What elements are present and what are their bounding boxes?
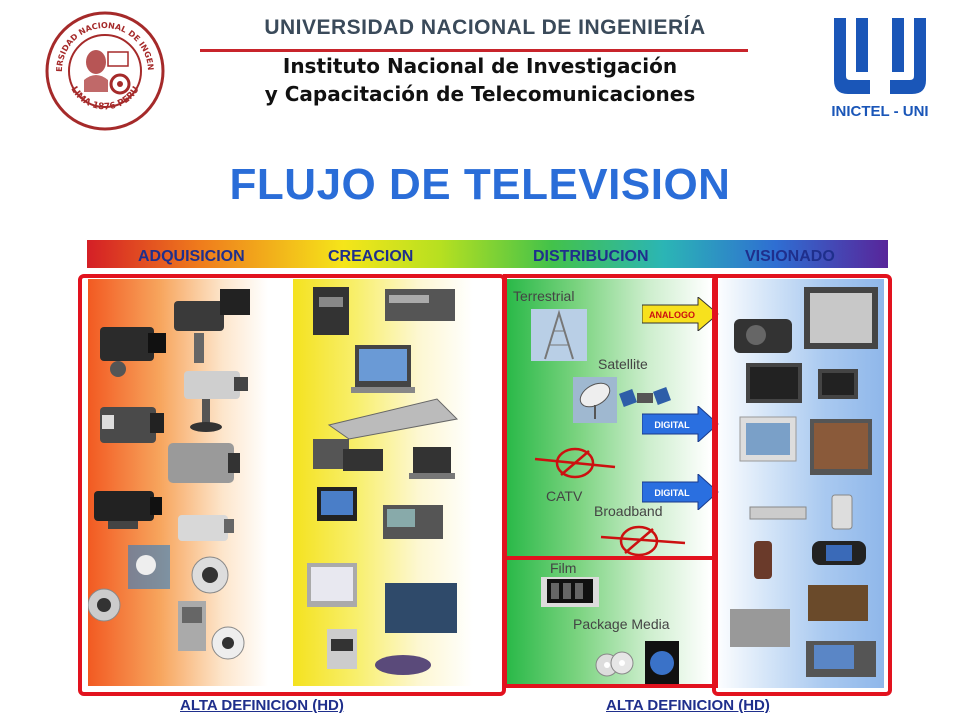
cable-icon (534, 447, 616, 479)
label-terrestrial: Terrestrial (513, 288, 575, 304)
stage-creacion: CREACION (328, 248, 414, 265)
digital-arrow-1: DIGITAL (642, 406, 719, 442)
university-name: UNIVERSIDAD NACIONAL DE INGENIERÍA (264, 16, 706, 39)
svg-text:DIGITAL: DIGITAL (654, 420, 690, 430)
laptop-icon (409, 447, 455, 479)
camera-icon (168, 443, 240, 483)
media-case-icon (645, 641, 679, 685)
recorder-icon (343, 449, 383, 471)
editing-workstation-icon (351, 345, 415, 393)
stage-visionado: VISIONADO (745, 248, 835, 265)
car-display-icon (808, 585, 868, 621)
viewing-devices (730, 287, 878, 677)
hd-label-right: ALTA DEFINICION (HD) (606, 697, 770, 714)
server-rack-icon (385, 583, 457, 633)
creation-devices (307, 287, 459, 675)
distribution-frame-bottom (503, 554, 718, 688)
stage-distribucion: DISTRIBUCION (533, 248, 649, 265)
hd-label-left: ALTA DEFINICION (HD) (180, 697, 344, 714)
tv-icon (746, 363, 802, 403)
mobile-phone-icon (754, 541, 772, 579)
projection-screen-icon (804, 287, 878, 349)
camera-icon (100, 327, 166, 377)
header-divider (200, 49, 748, 52)
stage-adquisicion: ADQUISICION (138, 248, 245, 265)
desktop-computer-icon (317, 487, 357, 521)
digital-arrow-2: DIGITAL (642, 474, 719, 510)
transmission-tower-icon (531, 309, 587, 361)
projector-icon (734, 319, 792, 353)
hd-frame-left (78, 274, 506, 696)
acquisition-devices (88, 289, 250, 660)
label-film: Film (550, 560, 577, 576)
camera-icon (178, 515, 234, 541)
distribution-graphics (531, 309, 686, 685)
home-viewer-icon (806, 641, 876, 677)
label-broadband: Broadband (594, 503, 663, 519)
film-strip-icon (541, 577, 599, 607)
label-package-media: Package Media (573, 616, 670, 632)
dvd-player-icon (749, 506, 807, 520)
vtr-deck-icon (385, 289, 455, 321)
camera-icon (184, 371, 248, 432)
camera-icon (88, 588, 121, 622)
tv-icon (739, 416, 797, 462)
camera-icon (191, 556, 229, 594)
institute-name-line2: y Capacitación de Telecomunicaciones (264, 82, 696, 106)
institute-name-line1: Instituto Nacional de Investigación (282, 54, 678, 78)
camera-icon (94, 491, 162, 529)
satellite-dish-icon (573, 377, 617, 423)
broadband-cable-icon (600, 525, 686, 557)
phone-icon (831, 494, 853, 530)
spectrum-bar (87, 240, 888, 268)
svg-text:DIGITAL: DIGITAL (654, 488, 690, 498)
uni-seal-logo: UNIVERSIDAD NACIONAL DE INGENIERIA LIMA … (41, 3, 166, 132)
big-screen-tv-icon (810, 419, 872, 475)
disc-icon (595, 651, 634, 677)
svg-text:INICTEL - UNI: INICTEL - UNI (831, 103, 928, 120)
tape-media-icon (375, 655, 431, 675)
camera-icon (100, 407, 164, 443)
label-catv: CATV (546, 488, 583, 504)
camera-icon (174, 289, 250, 363)
camera-icon (128, 545, 170, 589)
hd-frame-right (712, 274, 892, 696)
inictel-logo: INICTEL - UNI (820, 10, 940, 132)
camera-icon (178, 601, 206, 651)
monitor-icon (307, 563, 357, 607)
capture-device-icon (327, 629, 357, 669)
analog-arrow: ANALOGO (642, 297, 719, 331)
switcher-console-icon (327, 398, 459, 440)
tv-icon (818, 369, 858, 399)
portable-game-icon (812, 541, 866, 565)
svg-text:ANALOGO: ANALOGO (649, 310, 695, 320)
page-title: FLUJO DE TELEVISION (229, 160, 731, 209)
distribution-frame-top (503, 274, 718, 560)
camera-icon (211, 626, 245, 660)
vehicle-screen-icon (730, 609, 790, 647)
satellite-icon (619, 387, 671, 407)
label-satellite: Satellite (598, 356, 648, 372)
vtr-deck-icon (313, 287, 349, 335)
workstation-icon (383, 505, 443, 539)
